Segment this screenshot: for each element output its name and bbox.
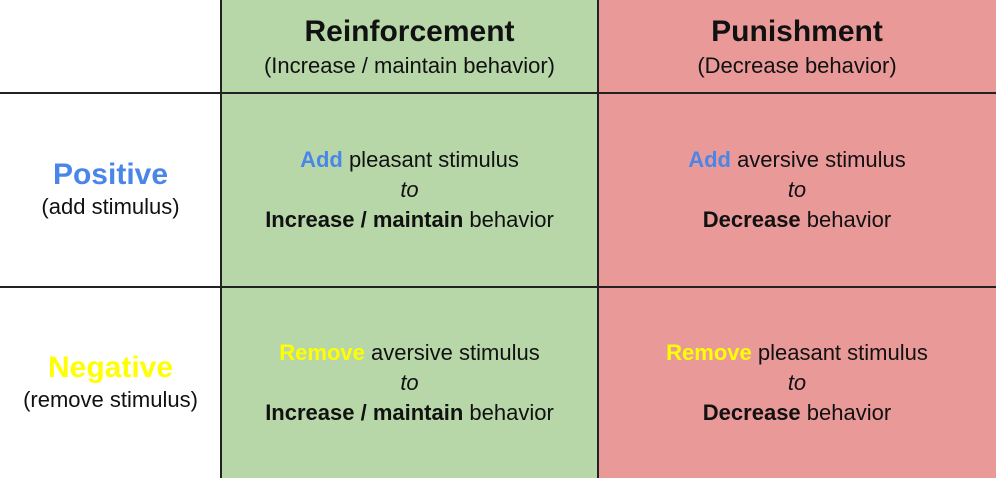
header-title: Punishment [711, 14, 883, 48]
row-title: Positive [52, 158, 169, 191]
verb-add: Add [688, 147, 731, 172]
stimulus-text: aversive stimulus [730, 147, 906, 172]
goal-rest: behavior [463, 207, 554, 232]
grid-divider-vertical [220, 0, 222, 478]
connector-to: to [787, 369, 807, 395]
goal-bold: Increase / maintain [265, 399, 464, 425]
goal-bold: Increase / maintain [265, 207, 464, 232]
connector-to: to [400, 177, 419, 202]
connector-to: to [787, 177, 807, 202]
cell-negative-punishment: Remove pleasant stimulus to Decrease beh… [598, 287, 996, 478]
cell-positive-punishment: Add aversive stimulus to Decrease behavi… [598, 93, 996, 287]
header-subtitle: (Decrease behavior) [697, 52, 897, 78]
verb-remove: Remove [666, 339, 752, 365]
row-subtitle: (add stimulus) [41, 194, 180, 219]
connector-to: to [400, 369, 419, 395]
goal-bold: Decrease [702, 207, 801, 232]
stimulus-text: pleasant stimulus [751, 339, 928, 365]
cell-negative-reinforcement: Remove aversive stimulus to Increase / m… [221, 287, 598, 478]
goal-bold: Decrease [702, 399, 801, 425]
row-header-positive: Positive (add stimulus) [0, 93, 221, 287]
row-header-negative: Negative (remove stimulus) [0, 287, 221, 478]
header-punishment: Punishment (Decrease behavior) [598, 0, 996, 93]
header-subtitle: (Increase / maintain behavior) [263, 52, 556, 78]
header-title: Reinforcement [304, 14, 515, 48]
verb-remove: Remove [279, 339, 365, 365]
goal-rest: behavior [463, 399, 554, 425]
cell-positive-reinforcement: Add pleasant stimulus to Increase / main… [221, 93, 598, 287]
row-subtitle: (remove stimulus) [23, 386, 198, 412]
corner-cell [0, 0, 221, 93]
stimulus-text: pleasant stimulus [342, 147, 519, 172]
goal-rest: behavior [800, 207, 892, 232]
stimulus-text: aversive stimulus [364, 339, 540, 365]
row-title: Negative [47, 350, 174, 384]
goal-rest: behavior [800, 399, 892, 425]
grid-divider-horizontal [0, 286, 996, 288]
verb-add: Add [300, 147, 343, 172]
grid-divider-horizontal [0, 92, 996, 94]
grid-divider-vertical [597, 0, 599, 478]
header-reinforcement: Reinforcement (Increase / maintain behav… [221, 0, 598, 93]
